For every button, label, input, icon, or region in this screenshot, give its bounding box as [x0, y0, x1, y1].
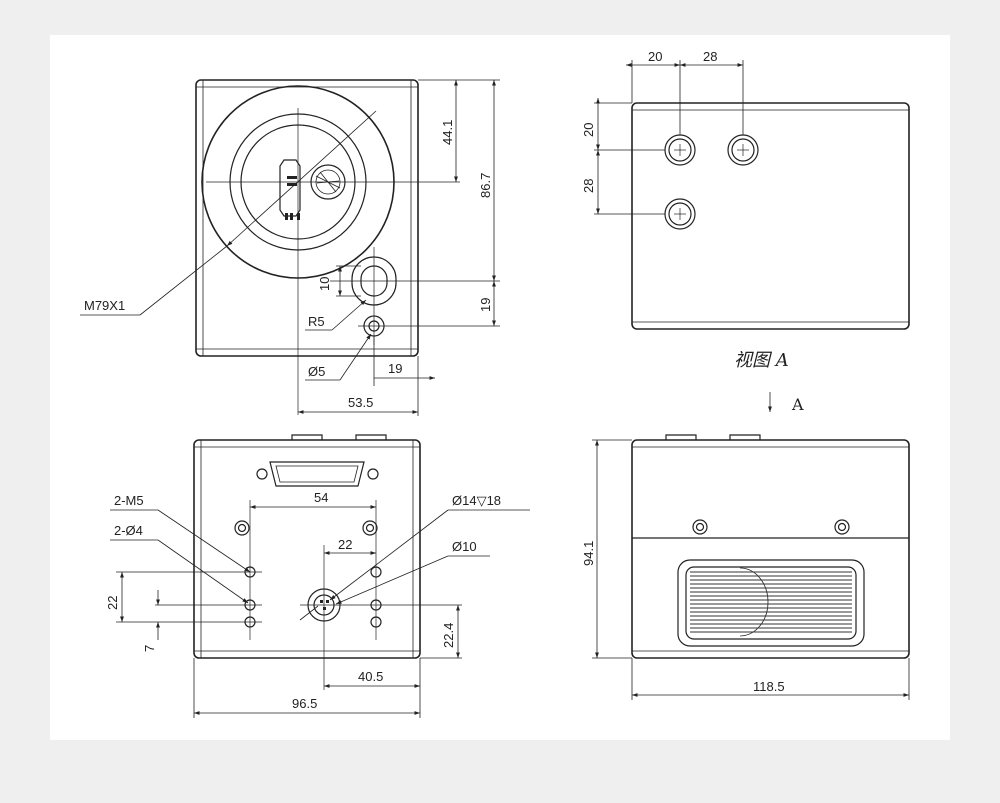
- top-bumps: [291, 434, 387, 440]
- dim-rear-96-5: 96.5: [292, 696, 317, 711]
- dim-slot-10: 10: [317, 277, 332, 291]
- label-phi10: Ø10: [452, 539, 477, 554]
- dim-top-28-v: 28: [581, 179, 596, 193]
- front-body: [195, 79, 419, 357]
- vent-grill: [690, 571, 852, 633]
- front-view: M79X1 44.1 86.7 19 10 R5 Ø5 19 53.5: [80, 79, 500, 416]
- view-a-title: 视图 A: [734, 350, 789, 371]
- rear-body: [193, 439, 421, 659]
- dim-rear-22-4: 22.4: [441, 623, 456, 648]
- db-connector: [269, 461, 365, 487]
- dim-top-20-v: 20: [581, 123, 596, 137]
- dim-rear-22-h: 22: [338, 537, 352, 552]
- dim-side-118-5: 118.5: [753, 679, 785, 694]
- label-phi14: Ø14▽18: [452, 493, 501, 508]
- technical-drawing: M79X1 44.1 86.7 19 10 R5 Ø5 19 53.5: [80, 49, 910, 718]
- top-body: [631, 102, 910, 330]
- sensor-board: [279, 159, 301, 217]
- drawing-sheet: M79X1 44.1 86.7 19 10 R5 Ø5 19 53.5: [50, 35, 950, 740]
- side-view: 94.1 118.5: [581, 434, 910, 700]
- dim-r5: R5: [308, 314, 325, 329]
- dim-86-7: 86.7: [478, 173, 493, 198]
- label-2-m5: 2-M5: [114, 493, 144, 508]
- dim-19-horiz: 19: [388, 361, 402, 376]
- side-body: [631, 439, 910, 659]
- dim-side-94-1: 94.1: [581, 541, 596, 566]
- dim-rear-7: 7: [142, 645, 157, 652]
- label-2-phi4: 2-Ø4: [114, 523, 143, 538]
- vent-outer: [677, 559, 865, 647]
- dim-rear-22-v: 22: [105, 596, 120, 610]
- dim-19-vert: 19: [478, 298, 493, 312]
- vent-inner: [685, 566, 857, 640]
- top-view-a: 20 28 20 28: [581, 49, 910, 330]
- dim-top-20-h: 20: [648, 49, 662, 64]
- thread-label: M79X1: [84, 298, 125, 313]
- m5-hole-left: [234, 520, 250, 536]
- dim-44-1: 44.1: [440, 120, 455, 145]
- dim-rear-40-5: 40.5: [358, 669, 383, 684]
- rear-view: 54 22 22 7 22.4 40.5 96.5 2-M5 2-Ø4 Ø14▽…: [105, 434, 530, 718]
- dim-rear-54: 54: [314, 490, 328, 505]
- dim-top-28-h: 28: [703, 49, 717, 64]
- dim-53-5: 53.5: [348, 395, 373, 410]
- dim-phi5: Ø5: [308, 364, 325, 379]
- view-a-arrow-label: A: [791, 395, 804, 414]
- m5-hole-right: [362, 520, 378, 536]
